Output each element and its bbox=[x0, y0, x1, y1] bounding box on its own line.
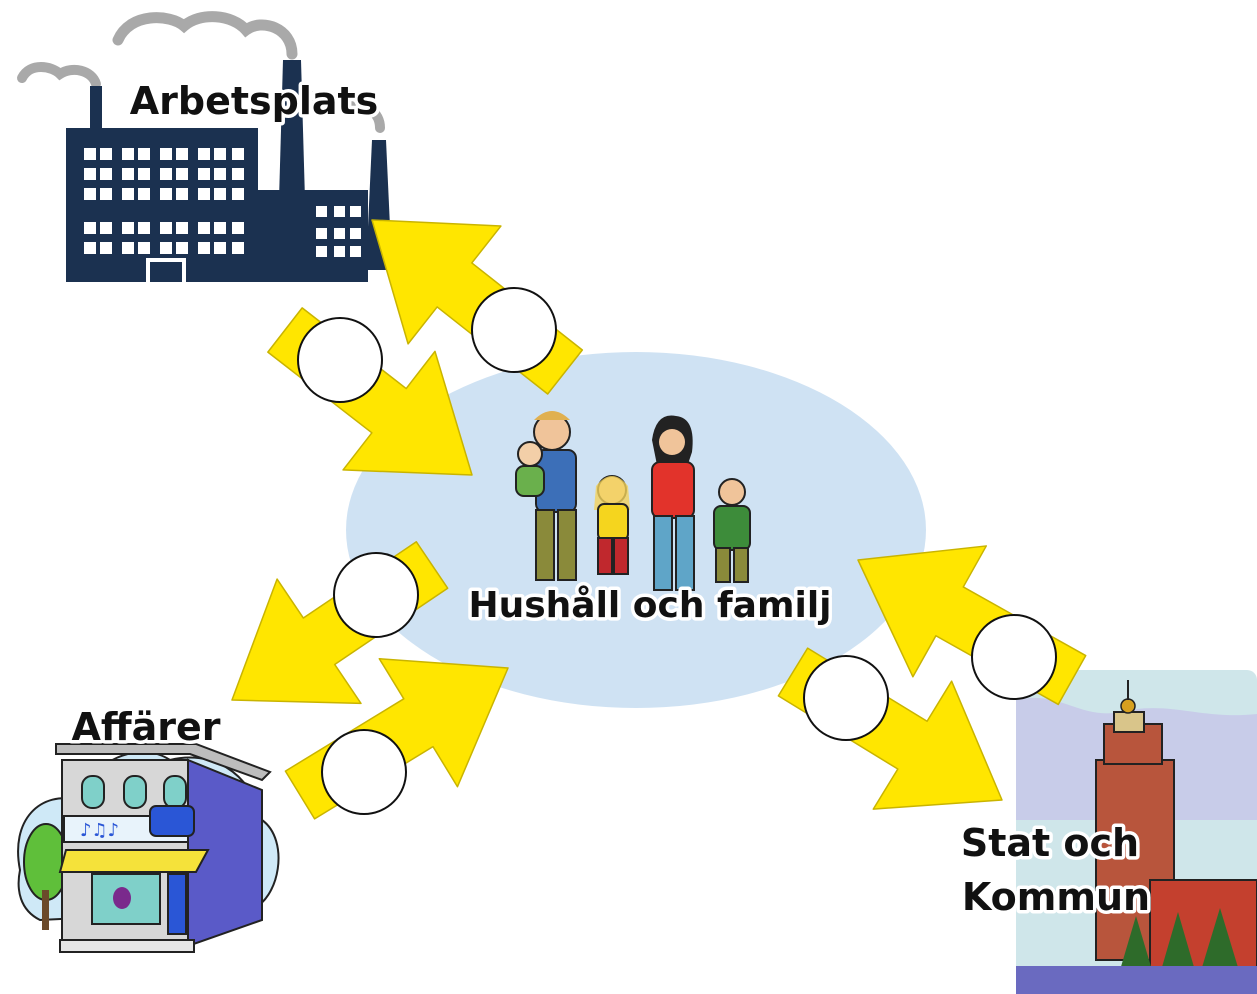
household-oval bbox=[346, 352, 926, 708]
arrow-household-to-workplace bbox=[371, 219, 584, 395]
empty-answer-circle[interactable] bbox=[321, 729, 407, 815]
city-hall-icon bbox=[1016, 670, 1257, 994]
empty-answer-circle[interactable] bbox=[471, 287, 557, 373]
family-icon bbox=[515, 411, 751, 591]
empty-answer-circle[interactable] bbox=[297, 317, 383, 403]
empty-answer-circle[interactable] bbox=[333, 552, 419, 638]
label-state-line1: Stat och bbox=[961, 821, 1139, 865]
arrow-state-to-household bbox=[857, 545, 1087, 706]
empty-answer-circle[interactable] bbox=[971, 614, 1057, 700]
label-shops: Affärer bbox=[71, 705, 220, 749]
flow-arrows bbox=[231, 219, 1087, 820]
svg-text:♪♫♪: ♪♫♪ bbox=[80, 820, 119, 841]
factory-icon bbox=[17, 11, 392, 282]
arrow-body bbox=[371, 219, 584, 395]
arrow-shops-to-household bbox=[284, 657, 509, 820]
label-household: Hushåll och familj bbox=[468, 585, 831, 626]
arrow-household-to-state bbox=[777, 647, 1003, 810]
arrow-workplace-to-household bbox=[267, 307, 473, 476]
label-workplace: Arbetsplats bbox=[130, 79, 379, 123]
arrow-body bbox=[857, 545, 1087, 706]
empty-answer-circle[interactable] bbox=[803, 655, 889, 741]
label-state-line2: Kommun bbox=[962, 875, 1150, 919]
arrow-household-to-shops bbox=[231, 541, 449, 705]
music-shop-icon: ♪♫♪ bbox=[17, 743, 280, 953]
